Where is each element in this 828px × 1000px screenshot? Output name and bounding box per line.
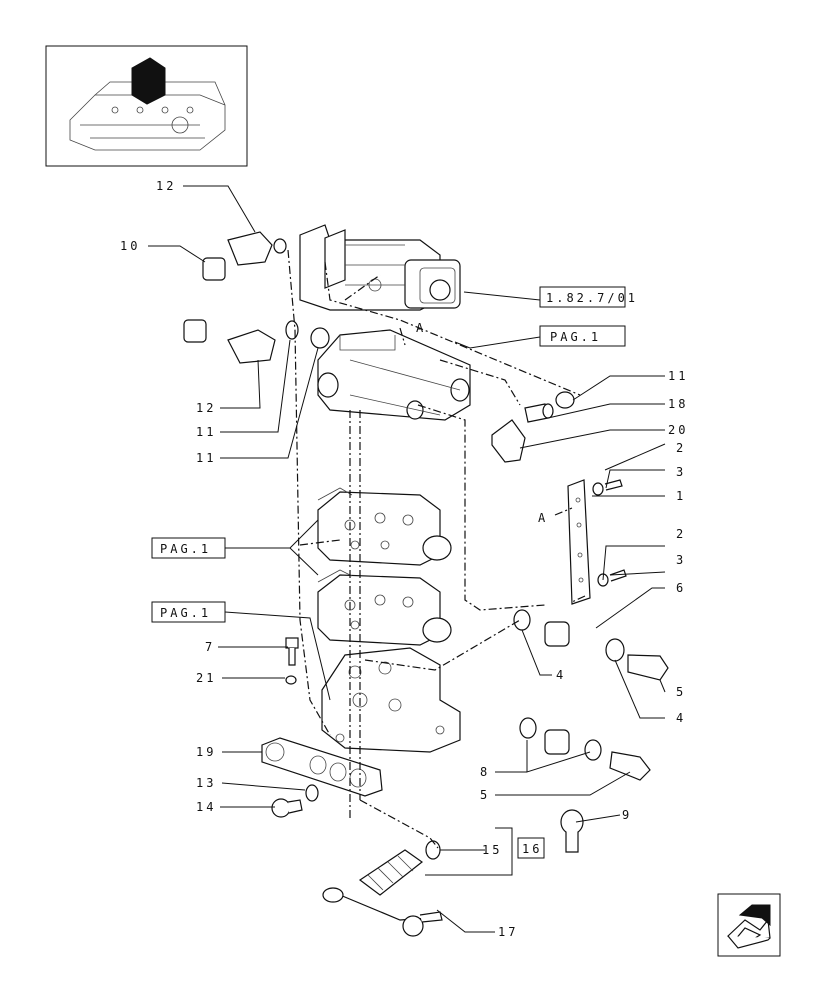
label-3-lower: 3 [676, 553, 686, 567]
nut-upper [544, 621, 570, 647]
washer-4-right [605, 638, 625, 662]
valve-body-middle [317, 329, 471, 421]
label-2-lower: 2 [676, 527, 686, 541]
elbow-12-upper [227, 231, 287, 266]
washer-11-right [555, 391, 575, 409]
ref-box-pag-low[interactable]: PAG.1 [151, 601, 226, 623]
valve-section-1 [317, 487, 452, 566]
ref-box-16[interactable]: 16 [517, 837, 545, 859]
label-17: 17 [498, 925, 518, 939]
bracket-19 [261, 737, 383, 797]
label-11-c: 11 [668, 369, 688, 383]
banjo-bolt-5-lower [609, 751, 651, 781]
bolt-9 [560, 809, 584, 853]
ref-box-pag-top[interactable]: PAG.1 [539, 325, 626, 347]
washer-8-upper [519, 717, 537, 739]
label-5-lower: 5 [480, 788, 490, 802]
banjo-bolt-5-upper [627, 654, 669, 681]
label-14: 14 [196, 800, 216, 814]
label-ref-a-bracket: A [538, 511, 548, 525]
label-4-left: 4 [556, 668, 566, 682]
label-12-bottom: 12 [196, 401, 216, 415]
next-page-arrow-icon[interactable] [717, 893, 781, 957]
label-6: 6 [676, 581, 686, 595]
part-labels: 12 10 12 11 11 A A 11 18 20 2 3 1 2 3 6 … [120, 179, 688, 939]
label-13: 13 [196, 776, 216, 790]
elbow-fitting-20 [491, 419, 526, 463]
ref-label: 1.82.7/01 [546, 291, 638, 305]
label-ref-a-top: A [416, 321, 426, 335]
valve-section-2 [317, 569, 452, 646]
washer-21 [285, 675, 297, 685]
washer-11-b [310, 327, 330, 349]
label-7: 7 [205, 640, 215, 654]
control-valve-upper [299, 224, 461, 311]
label-11-a: 11 [196, 425, 216, 439]
spring-assembly-17 [322, 849, 443, 937]
label-5-upper: 5 [676, 685, 686, 699]
label-15: 15 [482, 843, 502, 857]
assembly-center-lines [287, 249, 586, 849]
ref-label: 16 [522, 842, 542, 856]
ref-box-1-82-7-01[interactable]: 1.82.7/01 [539, 286, 638, 308]
leader-lines [148, 185, 666, 933]
ref-label: PAG.1 [550, 330, 601, 344]
screw-3-upper [592, 479, 623, 496]
fitting-18 [524, 403, 554, 423]
pipe-10 [150, 257, 226, 343]
washer-15 [425, 840, 441, 860]
washer-4-left [513, 609, 531, 631]
ref-box-pag-mid[interactable]: PAG.1 [151, 537, 226, 559]
ref-label: PAG.1 [160, 542, 211, 556]
screw-3-lower [597, 569, 627, 587]
label-10: 10 [120, 239, 140, 253]
label-4-right: 4 [676, 711, 686, 725]
washer-13 [305, 784, 319, 802]
label-20: 20 [668, 423, 688, 437]
label-2-upper: 2 [676, 441, 686, 455]
label-3-upper: 3 [676, 465, 686, 479]
screw-7 [285, 637, 299, 666]
screw-14 [271, 798, 303, 818]
elbow-12-lower [227, 329, 276, 364]
valve-base-plate [321, 647, 461, 753]
bracket-1 [567, 479, 591, 605]
label-18: 18 [668, 397, 688, 411]
label-1: 1 [676, 489, 686, 503]
label-11-b: 11 [196, 451, 216, 465]
housing-thumbnail-icon[interactable] [45, 45, 248, 167]
nut-lower [544, 729, 570, 755]
ref-label: PAG.1 [160, 606, 211, 620]
label-21: 21 [196, 671, 216, 685]
label-8: 8 [480, 765, 490, 779]
washer-11-a [285, 320, 299, 340]
label-19: 19 [196, 745, 216, 759]
label-9: 9 [622, 808, 632, 822]
tube-6 [564, 631, 610, 744]
washer-8-lower [584, 739, 602, 761]
label-12-top: 12 [156, 179, 176, 193]
